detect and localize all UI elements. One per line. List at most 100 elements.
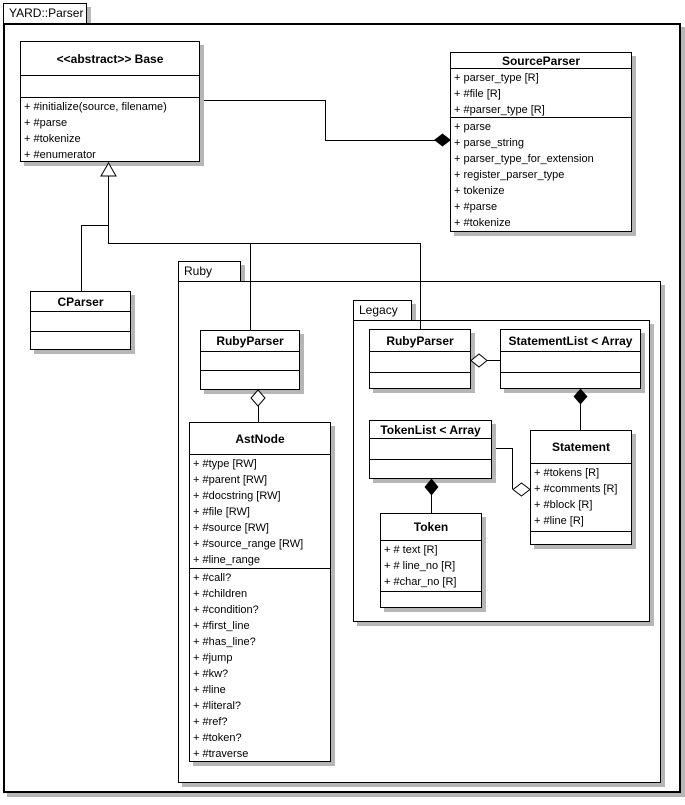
class-member: + parse_string (454, 137, 525, 149)
composition-diamond (434, 133, 451, 147)
class-member: + #parse (24, 117, 68, 129)
class-member: + #line_range (193, 554, 260, 566)
methods-compartment (381, 591, 481, 607)
class-member: + #initialize(source, filename) (24, 101, 167, 113)
class-title: StatementList < Array (501, 330, 640, 352)
class-title: RubyParser (201, 331, 299, 352)
composition-line (325, 140, 435, 141)
package-tab-legacy: Legacy (353, 300, 412, 321)
class-title: Statement (531, 431, 631, 464)
class-title: AstNode (190, 423, 330, 455)
class-member: + #traverse (193, 748, 249, 760)
class-member: + #tokenize (24, 133, 81, 145)
class-member: + #tokens [R] (534, 467, 600, 479)
aggregation-line (487, 360, 500, 361)
class-member: + tokenize (454, 185, 505, 197)
class-member: + #enumerator (24, 149, 96, 161)
class-member: + #parser_type [R] (454, 104, 545, 116)
class-member: + # line_no [R] (384, 560, 456, 572)
methods-compartment (201, 370, 299, 389)
inheritance-line (420, 243, 421, 329)
class-member: + #jump (193, 652, 233, 664)
class-title: RubyParser (370, 330, 470, 352)
class-member: + #char_no [R] (384, 576, 457, 588)
class-member: + #token? (193, 732, 242, 744)
attributes-compartment (370, 439, 491, 459)
methods-compartment (370, 459, 491, 478)
class-box-base: <<abstract>> Base + #initialize(source, … (20, 41, 200, 162)
attributes-compartment (21, 76, 199, 97)
class-box-token: Token + # text [R] + # line_no [R] + #char… (380, 513, 482, 608)
class-box-source-parser: SourceParser + parser_type [R]+ #file [R… (450, 52, 632, 232)
methods-compartment (31, 331, 130, 349)
aggregation-line (258, 406, 259, 422)
class-title: SourceParser (451, 53, 631, 69)
inheritance-triangle (100, 162, 117, 177)
class-member: + #kw? (193, 668, 229, 680)
class-member: + #line [R] (534, 515, 584, 527)
class-box-cparser: CParser (30, 291, 131, 350)
methods-compartment (501, 372, 640, 388)
aggregation-diamond (250, 389, 266, 407)
aggregation-diamond (512, 482, 531, 497)
class-member: + #docstring [RW] (193, 490, 281, 502)
attributes-compartment: + parser_type [R]+ #file [R]+ #parser_ty… (451, 69, 631, 117)
attributes-compartment (31, 312, 130, 331)
class-member: + #first_line (193, 620, 250, 632)
class-member: + #source [RW] (193, 522, 269, 534)
attributes-compartment (201, 352, 299, 370)
attributes-compartment (501, 352, 640, 372)
composition-diamond (573, 388, 588, 405)
class-member: + # text [R] (384, 544, 438, 556)
attributes-compartment (370, 352, 470, 372)
inheritance-line (81, 225, 82, 291)
class-member: + #file [RW] (193, 506, 250, 518)
attributes-compartment: + #tokens [R] + #comments [R] + #block [R]… (531, 464, 631, 531)
class-title: Token (381, 514, 481, 541)
aggregation-diamond (470, 353, 488, 368)
methods-compartment: + #initialize(source, filename) + #parse +… (21, 97, 199, 161)
class-member: + #literal? (193, 700, 242, 712)
aggregation-line (512, 448, 513, 489)
composition-line (431, 494, 432, 513)
class-box-token-list: TokenList < Array (369, 420, 492, 479)
class-member: + #has_line? (193, 636, 256, 648)
methods-compartment (531, 531, 631, 544)
class-box-ruby-ruby-parser: RubyParser (200, 330, 300, 390)
inheritance-line (108, 243, 421, 244)
class-member: + #ref? (193, 716, 228, 728)
class-member: + #tokenize (454, 217, 511, 229)
class-member: + #parent [RW] (193, 474, 268, 486)
inheritance-line (108, 176, 109, 244)
class-member: + #block [R] (534, 499, 593, 511)
inheritance-line (250, 243, 251, 330)
attributes-compartment: + # text [R] + # line_no [R] + #char_no [R… (381, 541, 481, 591)
composition-line (200, 100, 326, 101)
methods-compartment: + #call?+ #children+ #condition?+ #first… (190, 568, 330, 761)
class-title: <<abstract>> Base (21, 42, 199, 76)
methods-compartment: + parse + parse_string + parser_type_for_e… (451, 117, 631, 231)
composition-diamond (424, 478, 439, 496)
package-tab-yard-parser: YARD::Parser (3, 3, 87, 24)
package-tab-ruby: Ruby (178, 261, 241, 282)
class-member: + #parse (454, 201, 498, 213)
inheritance-line (81, 225, 109, 226)
class-member: + parse (454, 121, 491, 133)
class-member: + parser_type [R] (454, 72, 539, 84)
class-member: + #source_range [RW] (193, 538, 304, 550)
composition-line (325, 100, 326, 141)
class-box-statement-list: StatementList < Array (500, 329, 641, 389)
class-member: + parser_type_for_extension (454, 153, 594, 165)
class-member: + register_parser_type (454, 169, 565, 181)
class-title: CParser (31, 292, 130, 312)
attributes-compartment: + #type [RW]+ #parent [RW]+ #docstring [… (190, 455, 330, 568)
class-box-statement: Statement + #tokens [R]+ #comments [R]+ … (530, 430, 632, 545)
class-member: + #condition? (193, 604, 259, 616)
class-member: + #line (193, 684, 226, 696)
class-member: + #call? (193, 572, 232, 584)
class-box-ast-node: AstNode + #type [RW]+ #parent [RW]+ #doc… (189, 422, 331, 762)
class-box-legacy-ruby-parser: RubyParser (369, 329, 471, 389)
methods-compartment (370, 372, 470, 388)
class-member: + #comments [R] (534, 483, 618, 495)
